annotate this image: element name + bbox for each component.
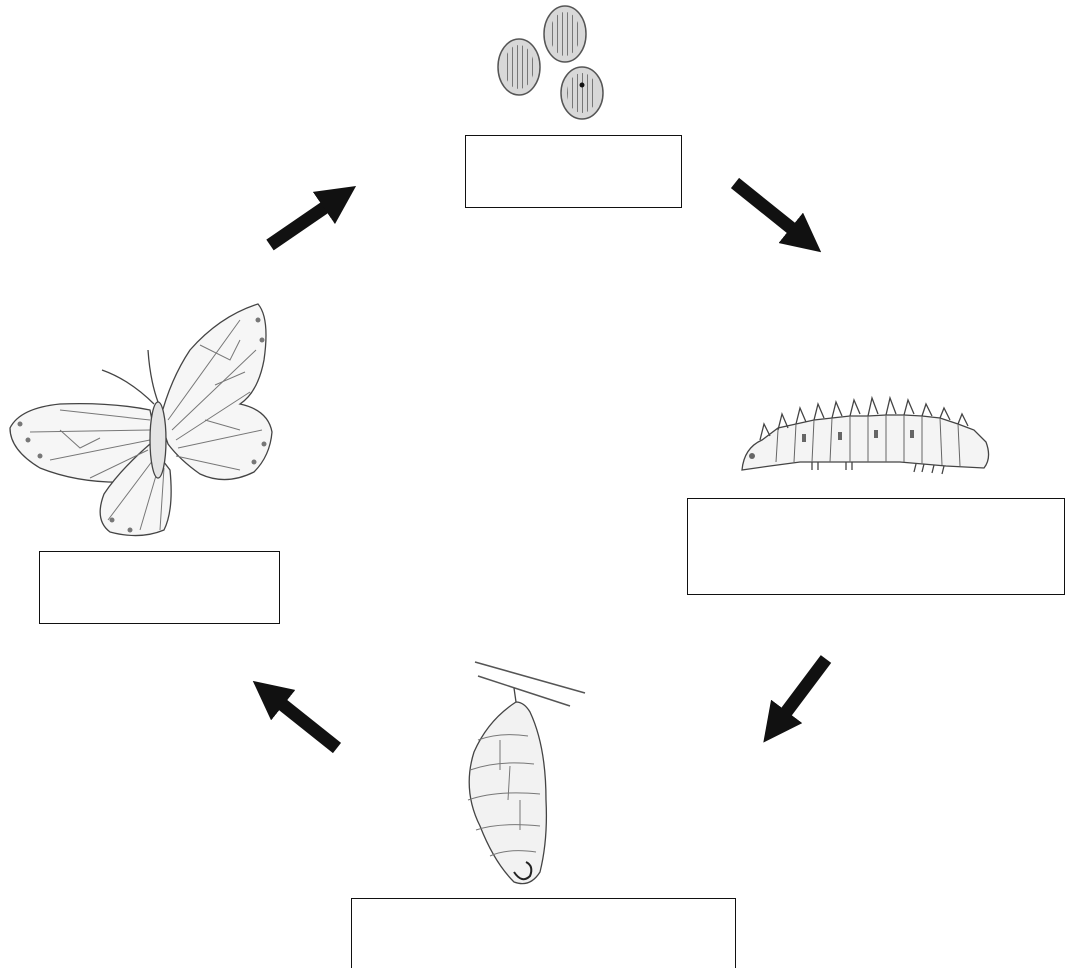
larva-label-box	[687, 498, 1065, 595]
adult-label-box	[39, 551, 280, 624]
arrow-larva-to-pupa	[775, 659, 826, 727]
eggs-illustration	[498, 6, 603, 119]
egg-label-box	[465, 135, 682, 208]
chrysalis-illustration	[468, 662, 585, 884]
arrow-adult-to-egg	[270, 197, 340, 245]
butterfly-illustration	[10, 304, 272, 536]
caterpillar-illustration	[742, 398, 989, 474]
pupa-label-box	[351, 898, 736, 968]
arrow-egg-to-larva	[735, 183, 806, 240]
arrow-pupa-to-adult	[268, 693, 337, 748]
